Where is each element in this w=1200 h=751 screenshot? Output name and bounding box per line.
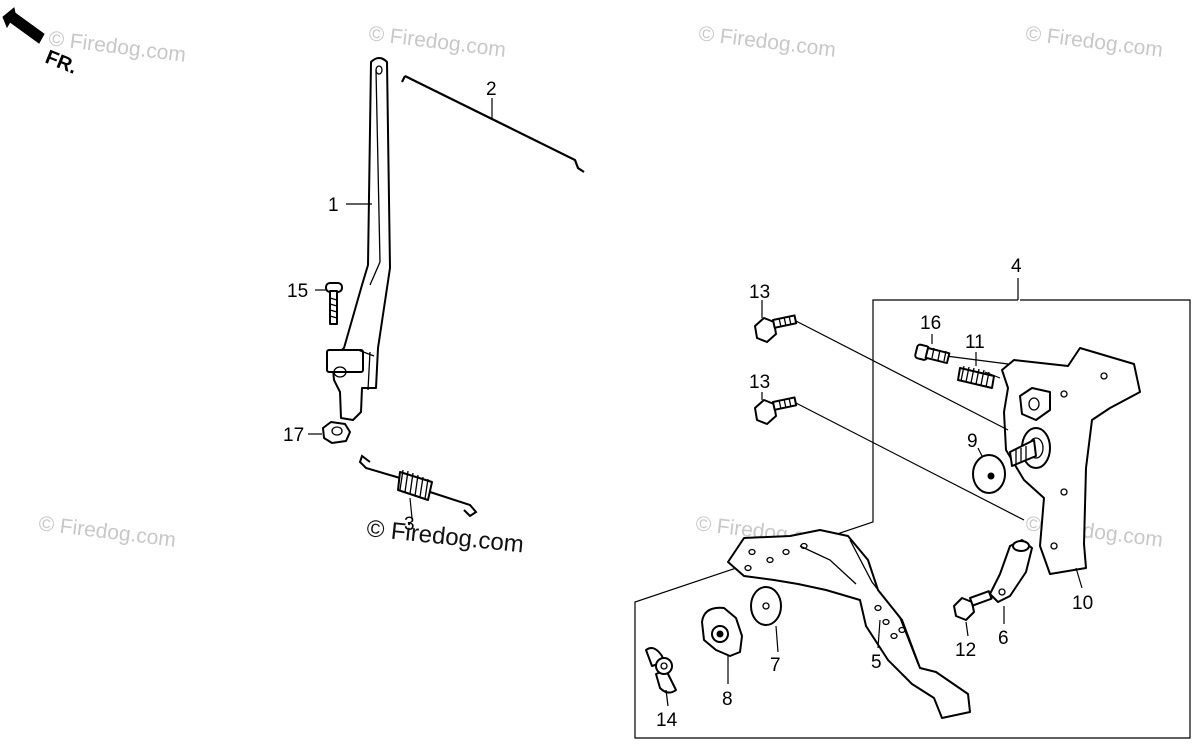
callout-15: 15	[287, 281, 308, 302]
callout-1: 1	[328, 195, 339, 216]
part-2-rod	[401, 75, 585, 173]
part-14-wing-nut	[645, 647, 677, 694]
part-5-bracket	[727, 529, 971, 719]
callout-10: 10	[1072, 593, 1093, 614]
callout-3: 3	[404, 514, 415, 535]
part-17-nut	[322, 421, 351, 444]
part-11-spring	[957, 365, 995, 389]
part-10-mounting-plate	[1001, 347, 1141, 575]
part-1-lever-arm	[326, 57, 391, 421]
callout-12: 12	[955, 640, 976, 661]
part-8-cam-plate	[701, 606, 743, 657]
part-16-screw	[914, 343, 951, 365]
part-9-washer	[972, 454, 1006, 494]
callout-5: 5	[871, 652, 882, 673]
watermark: © Firedog.com	[367, 22, 507, 62]
callout-6: 6	[998, 628, 1009, 649]
callout-leaders	[308, 98, 1083, 707]
watermark-main: © Firedog.com	[365, 515, 525, 558]
callout-13-lower: 13	[749, 372, 770, 393]
part-15-bolt	[325, 282, 343, 325]
callout-7: 7	[770, 655, 781, 676]
part-3-spring	[358, 454, 478, 518]
callout-4: 4	[1011, 256, 1022, 277]
part-13-bolt-lower	[754, 396, 798, 425]
callout-11: 11	[965, 332, 985, 353]
callout-2: 2	[486, 79, 497, 100]
callout-9: 9	[967, 431, 978, 452]
callout-16: 16	[920, 313, 941, 334]
watermark: © Firedog.com	[697, 22, 837, 62]
callout-8: 8	[722, 689, 733, 710]
watermark: © Firedog.com	[37, 512, 177, 552]
assembly-4-outline	[634, 299, 1191, 739]
callout-14: 14	[656, 710, 678, 731]
callout-labels: 1 2 3 4 5 6 7 8 9 10 11 12 13 13 14 15 1…	[283, 79, 1093, 731]
part-13-bolt-upper	[754, 314, 798, 343]
part-7-washer	[750, 586, 782, 626]
part-6-bracket	[989, 539, 1033, 603]
callout-17: 17	[283, 425, 304, 446]
callout-13-upper: 13	[749, 282, 770, 303]
watermark: © Firedog.com	[1024, 22, 1164, 62]
part-12-bolt	[953, 590, 993, 621]
